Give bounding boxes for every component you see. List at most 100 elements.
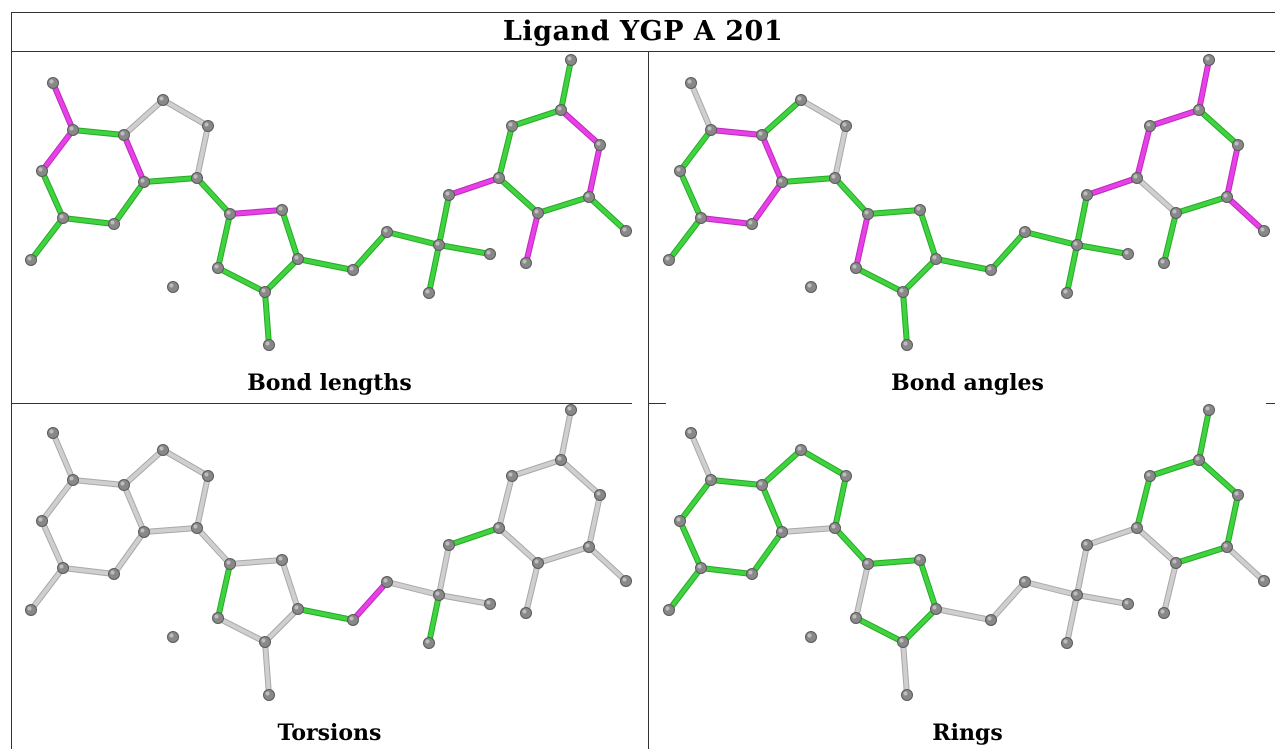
bond-ok	[833, 474, 848, 530]
atom	[1193, 104, 1205, 116]
atom-highlight	[1195, 106, 1200, 111]
bond-ok	[497, 124, 514, 180]
atom-highlight	[676, 517, 681, 522]
atom-highlight	[294, 255, 299, 260]
title-row: Ligand YGP A 201	[11, 12, 1275, 52]
atom	[167, 631, 179, 643]
atom	[520, 257, 532, 269]
atom-highlight	[567, 406, 572, 411]
atom-highlight	[193, 174, 198, 179]
atom	[795, 94, 807, 106]
atom	[276, 204, 288, 216]
atom-highlight	[1124, 250, 1129, 255]
bond-unchecked	[524, 561, 540, 615]
atom	[532, 557, 544, 569]
atom-highlight	[486, 600, 491, 605]
atom-highlight	[69, 476, 74, 481]
atom	[157, 444, 169, 456]
atom-highlight	[214, 264, 219, 269]
atom-highlight	[842, 122, 847, 127]
atom	[347, 264, 359, 276]
atom-highlight	[1021, 578, 1026, 583]
bond-ok	[750, 530, 784, 576]
atom	[202, 470, 214, 482]
bond-unchecked	[833, 124, 848, 180]
bond-ok	[799, 448, 848, 478]
bond-unchecked	[29, 566, 65, 612]
atom	[138, 176, 150, 188]
atom-highlight	[435, 591, 440, 596]
atom-highlight	[140, 178, 145, 183]
atom-highlight	[748, 220, 753, 225]
bond-unchecked	[216, 616, 267, 644]
atom	[1258, 225, 1270, 237]
atom-highlight	[1021, 228, 1026, 233]
atom-highlight	[1160, 609, 1165, 614]
bond-ok	[437, 193, 451, 247]
bond-unchecked	[497, 526, 540, 565]
bond-unchecked	[989, 580, 1027, 622]
bond-outlier	[760, 133, 784, 184]
bond-outlier	[709, 128, 764, 137]
bond-unchecked	[587, 545, 628, 583]
atom	[695, 212, 707, 224]
atom-highlight	[294, 605, 299, 610]
atom	[705, 124, 717, 136]
panel-bond-angles: Bond angles	[649, 52, 1275, 403]
atom	[292, 253, 304, 265]
molecule-diagram-torsions	[25, 404, 632, 701]
bond-ok	[678, 169, 703, 220]
atoms-group	[663, 54, 1270, 351]
bond-unchecked	[559, 458, 602, 497]
bond-ok	[1225, 493, 1240, 549]
atom	[108, 568, 120, 580]
atom-highlight	[110, 220, 115, 225]
atom	[795, 444, 807, 456]
atom-highlight	[748, 570, 753, 575]
bond-unchecked	[195, 124, 210, 180]
bond-ok	[71, 128, 126, 137]
atom	[118, 129, 130, 141]
bond-unchecked	[228, 558, 284, 566]
bond-outlier	[1135, 124, 1152, 180]
bond-ok	[760, 98, 803, 137]
atom-highlight	[383, 228, 388, 233]
atoms-group	[25, 54, 632, 351]
bond-unchecked	[263, 640, 271, 697]
molecule-diagram-bond-angles	[663, 54, 1270, 351]
atom	[224, 558, 236, 570]
atom-highlight	[265, 691, 270, 696]
atom	[1170, 207, 1182, 219]
atom	[1019, 226, 1031, 238]
atom-highlight	[707, 476, 712, 481]
atom	[1131, 522, 1143, 534]
bond-unchecked	[689, 81, 713, 132]
bond-ok	[1075, 193, 1089, 247]
atom-highlight	[899, 288, 904, 293]
bond-outlier	[587, 143, 602, 199]
bond-unchecked	[1162, 561, 1178, 615]
atom	[1258, 575, 1270, 587]
atom	[202, 120, 214, 132]
atom	[381, 226, 393, 238]
bond-unchecked	[122, 483, 146, 534]
atom	[985, 264, 997, 276]
bond-unchecked	[40, 478, 75, 523]
bond-unchecked	[536, 545, 591, 565]
atom	[850, 612, 862, 624]
atom-highlight	[1083, 191, 1088, 196]
atom	[67, 474, 79, 486]
atom	[381, 576, 393, 588]
atom-highlight	[585, 193, 590, 198]
atom-highlight	[797, 96, 802, 101]
bond-ok	[510, 108, 563, 128]
column-divider	[648, 52, 649, 749]
bond-ok	[760, 448, 803, 487]
bond-unchecked	[195, 526, 232, 566]
bond-outlier	[40, 128, 75, 173]
caption-torsions: Torsions	[277, 720, 382, 746]
bond-unchecked	[122, 448, 165, 487]
atom-highlight	[110, 570, 115, 575]
atom-highlight	[278, 206, 283, 211]
atom	[1232, 489, 1244, 501]
